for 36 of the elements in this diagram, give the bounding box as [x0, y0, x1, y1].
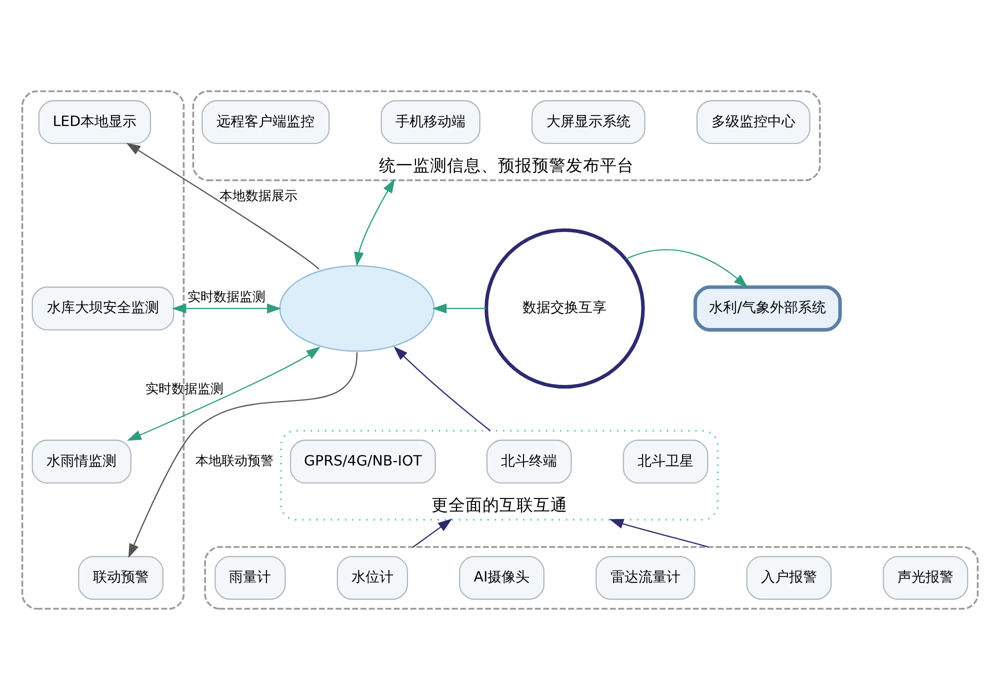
- node-box: 雷达流量计: [596, 555, 696, 600]
- node-box: 多级监控中心: [696, 100, 810, 144]
- node-box: 联动预警: [78, 555, 164, 600]
- edge-label: 本地数据展示: [219, 188, 298, 204]
- node-box: 水库大坝安全监测: [32, 286, 174, 330]
- arrow: [172, 302, 282, 313]
- node-box: 水雨情监测: [32, 439, 132, 484]
- edge-label: 实时数据监测: [146, 382, 224, 397]
- node-box: 水利/气象外部系统: [693, 284, 842, 332]
- arrow: [412, 518, 452, 548]
- node-box: 水位计: [336, 555, 408, 600]
- node-box: 雨量计: [214, 555, 286, 600]
- node-box: LED本地显示: [38, 100, 152, 144]
- arrow: [626, 248, 748, 288]
- node-box: 远程客户端监控: [202, 100, 330, 144]
- node-box: 北斗卫星: [622, 439, 708, 484]
- node-box: 声光报警: [882, 555, 968, 600]
- arrow: [394, 346, 491, 431]
- edge-label: 本地联动预警: [196, 453, 274, 468]
- node-box: GPRS/4G/NB-IOT: [290, 439, 436, 484]
- arrow: [126, 142, 320, 270]
- cluster: [21, 90, 185, 610]
- node-box: 北斗终端: [486, 439, 572, 484]
- node-box: AI摄像头: [459, 555, 544, 600]
- cluster: [204, 546, 979, 610]
- node-box: 手机移动端: [380, 100, 480, 144]
- arrow: [128, 352, 358, 558]
- node-box: 入户报警: [746, 555, 832, 600]
- arrow: [609, 518, 708, 548]
- arrow: [432, 302, 486, 313]
- node-circle: 数据交换互享: [484, 228, 645, 388]
- edge-label: 实时数据监测: [188, 290, 266, 305]
- node-box: 大屏显示系统: [531, 100, 646, 144]
- arrow: [354, 178, 395, 266]
- arrow: [127, 346, 320, 440]
- node-cloud: [279, 264, 435, 352]
